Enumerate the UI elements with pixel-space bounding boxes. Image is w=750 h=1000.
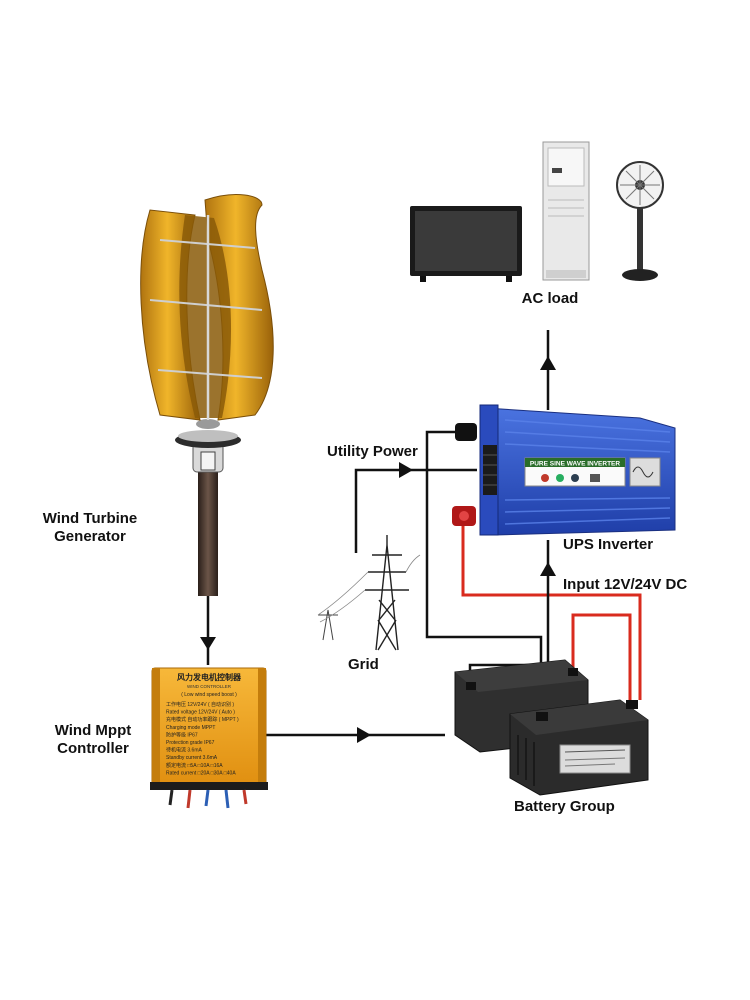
battery-front	[509, 699, 649, 796]
wind-turbine-label-line1: Wind Turbine	[42, 510, 138, 527]
input-dc-label: Input 12V/24V DC	[563, 576, 688, 593]
utility-power-wire	[354, 468, 477, 553]
ups-inverter-label: UPS Inverter	[563, 536, 654, 553]
controller-spec-line: Standby current 3.6mA	[166, 755, 218, 761]
air-conditioner-icon	[542, 141, 590, 281]
controller-spec-line: 工作电压 12V/24V ( 自动识别 )	[166, 701, 234, 708]
wind-controller-label-line1: Wind Mppt	[54, 722, 132, 739]
controller-spec-line: 防护等级 IP67	[166, 731, 198, 738]
controller-spec-line: Rated voltage 12V/24V ( Auto )	[166, 710, 235, 716]
wind-controller-label: Wind Mppt Controller	[38, 722, 148, 758]
arrow-down-to-controller	[200, 637, 216, 650]
fan-icon	[616, 161, 664, 281]
controller-spec-line: 充电模式 自动功率跟踪 ( MPPT )	[166, 716, 239, 723]
grid-label: Grid	[348, 656, 379, 673]
battery-group-label: Battery Group	[514, 798, 615, 815]
controller-title-en: WIND CONTROLLER	[187, 684, 232, 689]
controller-spec-line: 待机电流 3.6mA	[166, 747, 203, 754]
utility-power-label: Utility Power	[327, 443, 418, 460]
controller-spec-line: Rated current □20A □30A □40A	[166, 770, 236, 776]
wind-turbine-generator	[140, 194, 274, 596]
inverter-banner: PURE SINE WAVE INVERTER	[530, 461, 620, 468]
arrow-up-dc-input	[540, 562, 556, 576]
tv-icon	[410, 206, 522, 282]
controller-spec-lines: 工作电压 12V/24V ( 自动识别 ) Rated voltage 12V/2…	[166, 701, 239, 776]
controller-title-cn: 风力发电机控制器	[177, 672, 242, 682]
ac-load-label: AC load	[521, 290, 579, 307]
wind-mppt-controller-device: 风力发电机控制器 WIND CONTROLLER ( Low wind spee…	[150, 667, 268, 809]
wind-controller-label-line2: Controller	[57, 740, 129, 757]
battery-interconnect-red	[571, 613, 632, 700]
grid-tower-icon	[317, 535, 421, 651]
arrow-right-to-battery	[357, 727, 371, 743]
arrow-up-ac-load	[540, 356, 556, 370]
controller-spec-line: Protection grade IP67	[166, 740, 215, 746]
arrows	[200, 356, 556, 743]
wind-turbine-label-line2: Generator	[54, 528, 126, 545]
wind-turbine-label: Wind Turbine Generator	[30, 510, 150, 546]
controller-subtitle: ( Low wind speed boost )	[181, 692, 237, 698]
inverter-negative-wire	[425, 430, 543, 712]
inverter-negative-terminal	[455, 423, 477, 441]
controller-spec-line: 额定电流 □5A □10A □16A	[166, 762, 223, 769]
controller-spec-line: Charging mode MPPT	[166, 725, 215, 731]
arrow-right-to-inverter	[399, 462, 413, 478]
ups-inverter-device: PURE SINE WAVE INVERTER	[452, 404, 676, 536]
